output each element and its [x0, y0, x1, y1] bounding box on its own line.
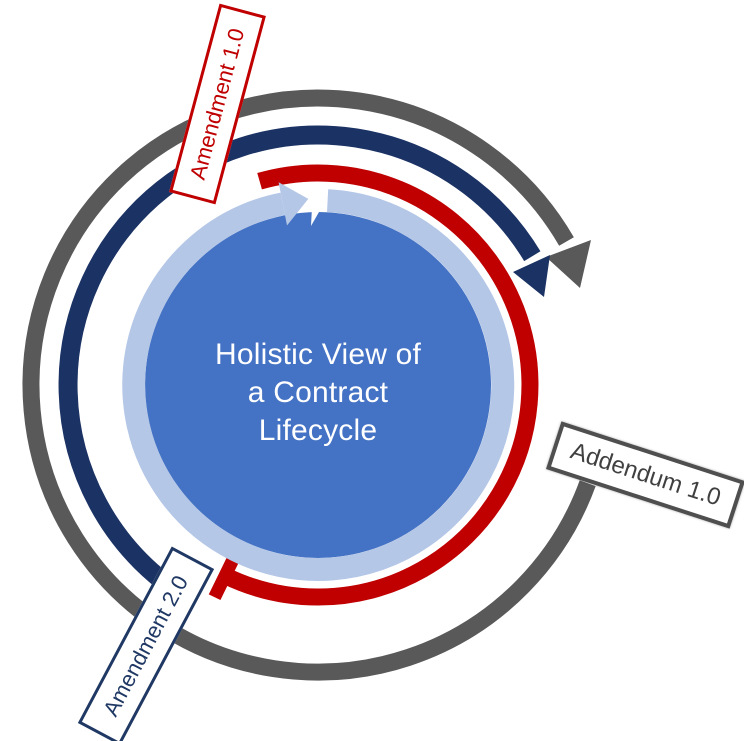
gray-cycle-arc — [22, 89, 596, 681]
red-endbar — [208, 552, 241, 601]
red-cycle-arc — [221, 164, 539, 606]
central-circle — [145, 212, 491, 558]
gray-arrowhead-icon — [546, 240, 591, 288]
navy-arrowhead-icon — [513, 255, 550, 297]
ring-arrowhead-icon — [278, 182, 309, 226]
ring-gap-notch — [311, 188, 327, 226]
diagram-title: Holistic View of a Contract Lifecycle — [214, 338, 422, 447]
navy-cycle-arc — [58, 125, 541, 590]
ring-cycle-arc — [122, 189, 515, 581]
